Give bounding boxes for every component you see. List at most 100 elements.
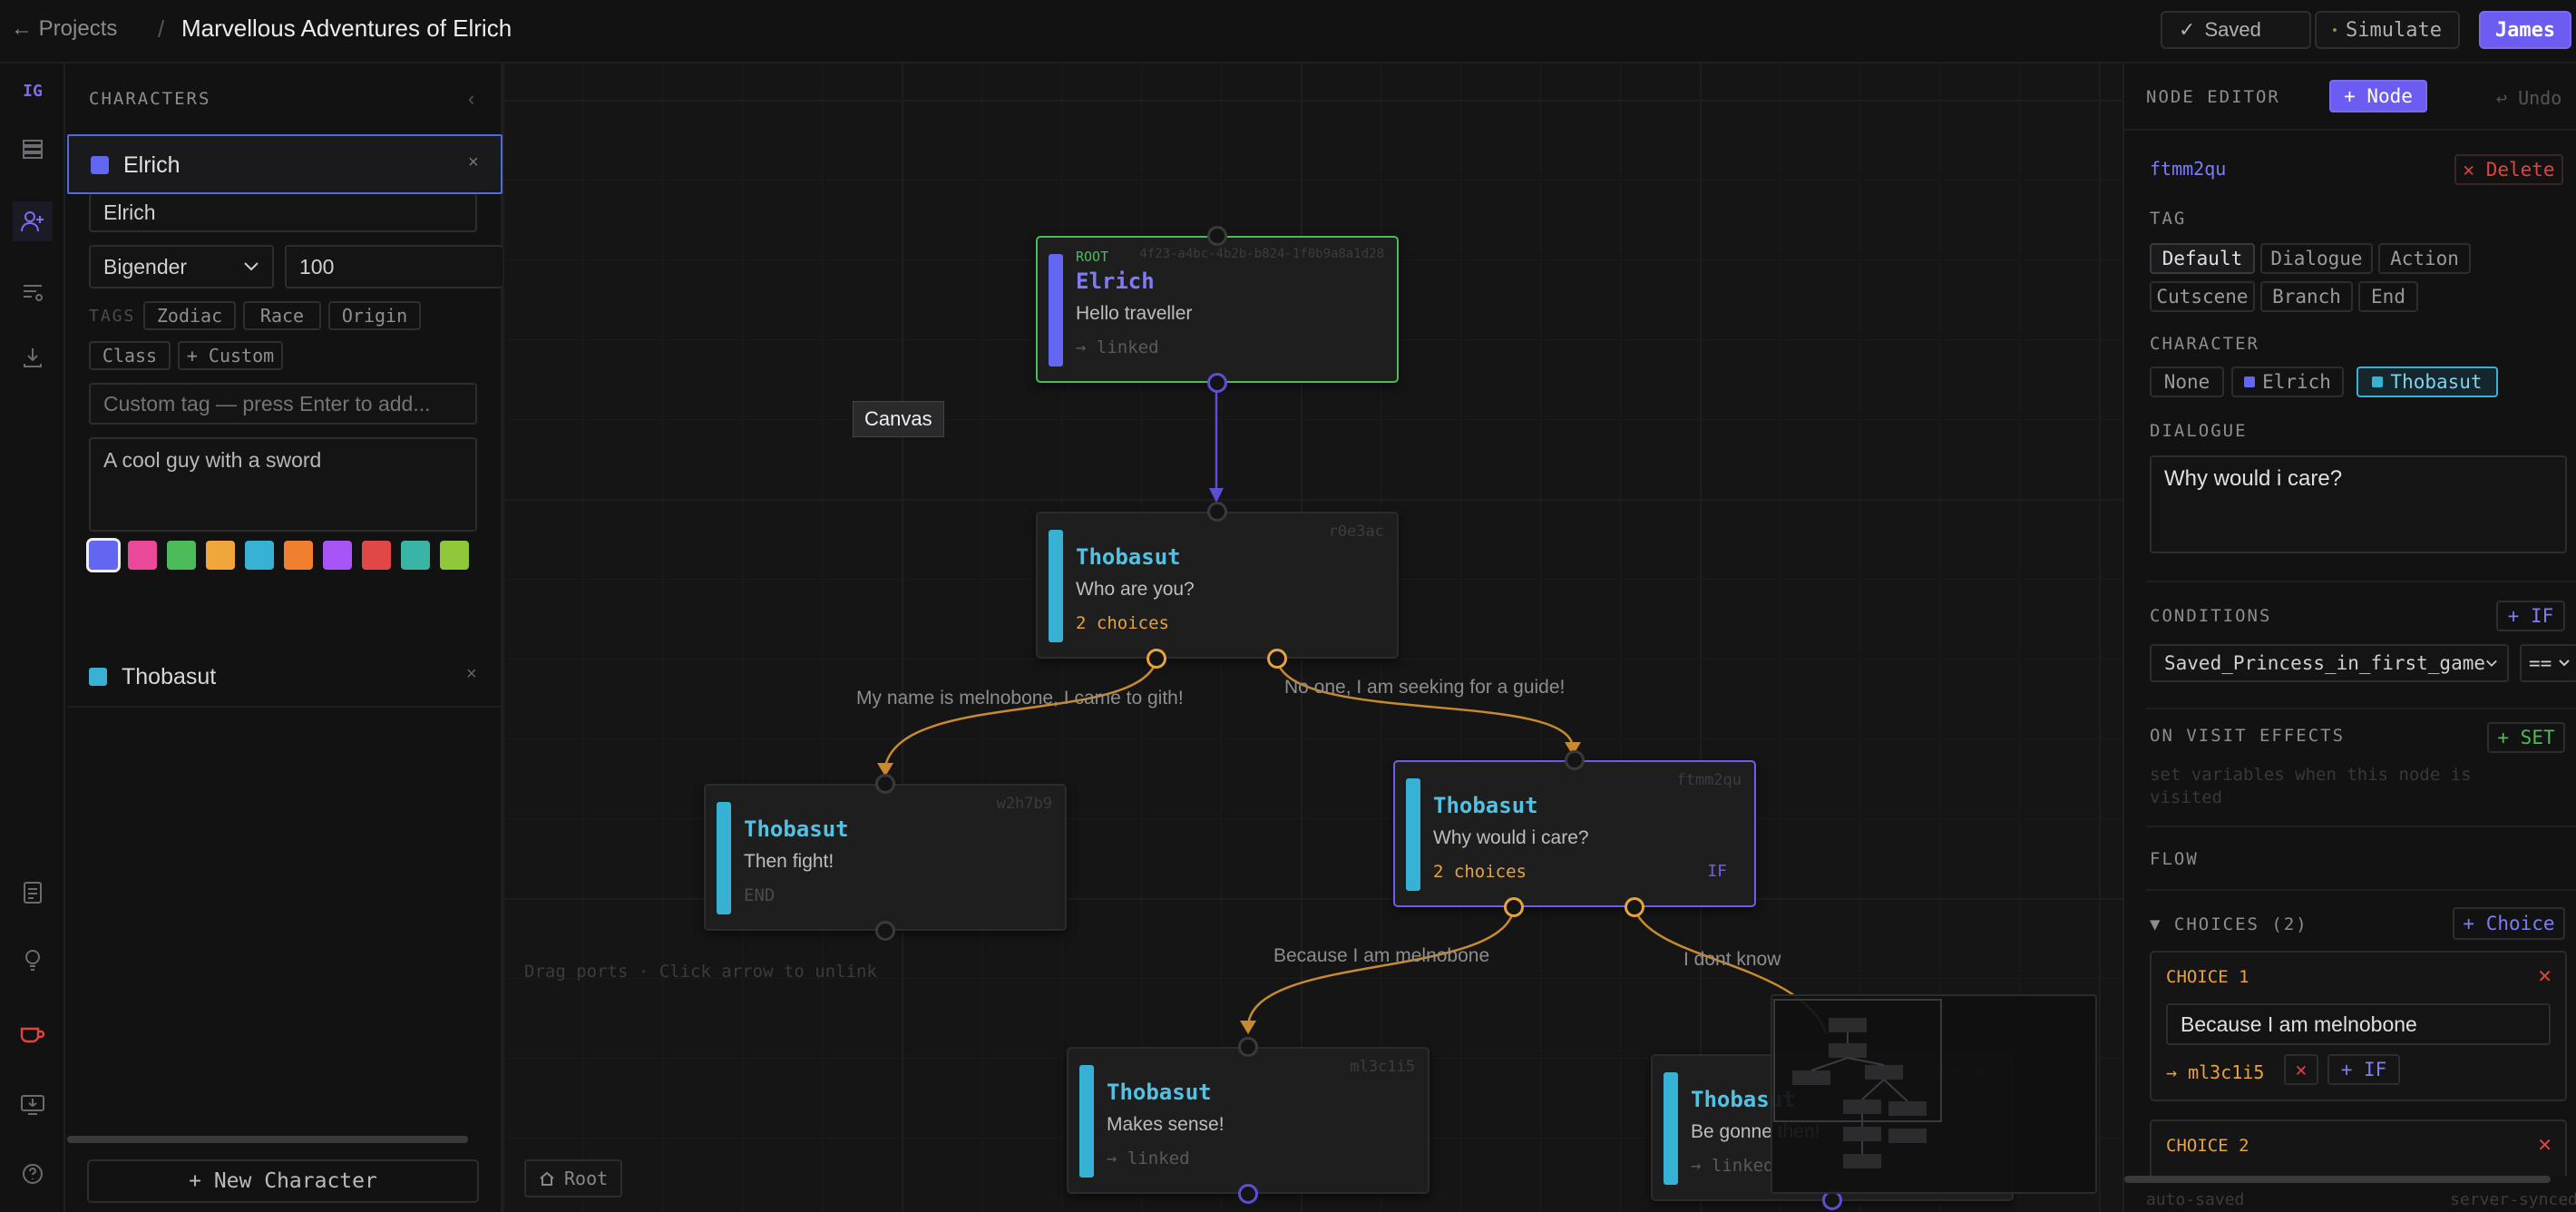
choice-text-input[interactable]: Because I am melnobone <box>2166 1003 2551 1045</box>
condition-variable-select[interactable]: Saved_Princess_in_first_game <box>2150 644 2509 682</box>
color-swatch[interactable] <box>323 541 352 570</box>
add-choice-button[interactable]: + Choice <box>2453 907 2565 940</box>
node-n3[interactable]: w2h7b9 Thobasut Then fight! END <box>704 784 1067 931</box>
color-swatch[interactable] <box>86 538 121 572</box>
custom-tag-input[interactable] <box>89 383 477 425</box>
new-character-button[interactable]: + New Character <box>87 1159 479 1203</box>
color-swatch[interactable] <box>284 541 313 570</box>
remove-choice-icon[interactable]: ✕ <box>2537 1136 2552 1156</box>
choice-output-port[interactable] <box>1625 897 1644 917</box>
left-rail: IG <box>0 64 65 1212</box>
age-input[interactable]: 100 <box>285 245 503 288</box>
minimap-graph <box>1773 999 1942 1168</box>
node-output-port[interactable] <box>1238 1184 1258 1204</box>
variables-rail-button[interactable] <box>13 272 53 312</box>
choice-output-port[interactable] <box>1504 897 1524 917</box>
color-swatch[interactable] <box>440 541 469 570</box>
dialogue-textarea[interactable]: Why would i care? <box>2150 455 2567 553</box>
character-option-thobasut[interactable]: Thobasut <box>2356 367 2498 397</box>
tag-option-end[interactable]: End <box>2358 281 2418 312</box>
tag-chip-origin[interactable]: Origin <box>328 301 421 330</box>
tag-option-cutscene[interactable]: Cutscene <box>2150 281 2255 312</box>
export-rail-button[interactable] <box>13 337 53 377</box>
character-description-textarea[interactable]: A cool guy with a sword <box>89 437 477 532</box>
tag-chip-zodiac[interactable]: Zodiac <box>143 301 236 330</box>
tag-chip-race[interactable]: Race <box>243 301 321 330</box>
tag-chip-class[interactable]: Class <box>89 341 171 370</box>
node-n5[interactable]: ml3c1i5 Thobasut Makes sense! → linked <box>1067 1047 1429 1194</box>
edge-arrow[interactable] <box>1240 1021 1256 1034</box>
node-input-port[interactable] <box>1238 1037 1258 1057</box>
simulate-button[interactable]: Simulate <box>2315 11 2460 49</box>
collapse-panel-icon[interactable]: ‹ <box>468 87 475 110</box>
condition-operator-select[interactable]: == <box>2520 644 2576 682</box>
remove-choice-icon[interactable]: ✕ <box>2537 967 2552 987</box>
characters-rail-button[interactable] <box>13 201 53 241</box>
node-input-port[interactable] <box>1207 502 1227 522</box>
undo-button[interactable]: ↩ Undo <box>2496 87 2562 109</box>
choice-output-port[interactable] <box>1267 649 1287 669</box>
add-node-button[interactable]: + Node <box>2329 80 2427 112</box>
color-swatch[interactable] <box>206 541 235 570</box>
color-swatch[interactable] <box>362 541 391 570</box>
add-condition-button[interactable]: + IF <box>2496 601 2565 631</box>
minimap[interactable] <box>1771 994 2097 1194</box>
help-rail-button[interactable] <box>13 1154 53 1194</box>
node-input-port[interactable] <box>1565 750 1585 770</box>
tag-option-dialogue[interactable]: Dialogue <box>2260 243 2373 274</box>
add-custom-tag-button[interactable]: + Custom <box>178 341 283 370</box>
support-rail-button[interactable] <box>13 1014 53 1054</box>
tag-option-default[interactable]: Default <box>2150 243 2255 274</box>
color-swatch[interactable] <box>167 541 196 570</box>
character-option-elrich[interactable]: Elrich <box>2231 367 2344 397</box>
character-item-elrich[interactable]: Elrich × <box>67 134 503 194</box>
panel-scrollbar[interactable] <box>67 1136 468 1143</box>
node-n4-selected[interactable]: ftmm2qu Thobasut Why would i care? 2 cho… <box>1393 760 1756 907</box>
character-item-thobasut[interactable]: Thobasut × <box>67 648 503 708</box>
node-input-port[interactable] <box>1207 226 1227 246</box>
root-button[interactable]: Root <box>524 1159 623 1197</box>
ideas-rail-button[interactable] <box>13 940 53 980</box>
install-rail-button[interactable] <box>13 1085 53 1125</box>
node-root[interactable]: ROOT 4f23-a4bc-4b2b-b824-1f0b9a8a1d28 El… <box>1036 236 1399 383</box>
edge-choice-2[interactable] <box>1275 660 1575 749</box>
editor-scrollbar[interactable] <box>2124 1176 2551 1183</box>
gender-select[interactable]: Bigender <box>89 245 274 288</box>
edge-arrow[interactable] <box>877 763 893 777</box>
choice-target[interactable]: → ml3c1i5 <box>2166 1061 2265 1083</box>
choice-output-port[interactable] <box>1147 649 1166 669</box>
color-swatch[interactable] <box>245 541 274 570</box>
edge-arrow[interactable] <box>1209 488 1224 503</box>
user-menu-button[interactable]: James <box>2479 11 2571 49</box>
choice-condition-button[interactable]: + IF <box>2327 1054 2400 1085</box>
tag-option-branch[interactable]: Branch <box>2260 281 2353 312</box>
edge-choice-1[interactable] <box>883 660 1158 767</box>
saved-button[interactable]: ✓Saved <box>2161 11 2311 49</box>
node-output-port[interactable] <box>1207 373 1227 393</box>
unlink-choice-button[interactable]: ✕ <box>2284 1054 2318 1085</box>
character-name-input[interactable]: Elrich <box>89 194 477 232</box>
node-character-name: Elrich <box>1076 269 1155 294</box>
docs-rail-button[interactable] <box>13 873 53 913</box>
color-swatch[interactable] <box>128 541 157 570</box>
tag-option-action[interactable]: Action <box>2378 243 2471 274</box>
node-input-port[interactable] <box>875 774 895 794</box>
characters-panel: CHARACTERS ‹ Elrich × Elrich Bigender 10… <box>65 64 503 1212</box>
edge-label: My name is melnobone, I came to gith! <box>856 688 1184 709</box>
back-to-projects-link[interactable]: ← Projects <box>11 16 118 41</box>
delete-node-button[interactable]: ✕ Delete <box>2454 154 2563 185</box>
remove-character-icon[interactable]: × <box>468 152 479 172</box>
nodes-rail-button[interactable] <box>13 129 53 169</box>
add-effect-button[interactable]: + SET <box>2487 722 2565 753</box>
character-option-none[interactable]: None <box>2150 367 2224 397</box>
node-n2[interactable]: r0e3ac Thobasut Who are you? 2 choices <box>1036 512 1399 659</box>
remove-character-icon[interactable]: × <box>466 664 477 684</box>
coffee-cup-icon <box>20 1027 45 1043</box>
node-output-port[interactable] <box>875 921 895 941</box>
edge-arrow[interactable] <box>1565 742 1581 756</box>
node-dialogue: Why would i care? <box>1433 827 1589 848</box>
choices-toggle[interactable]: ▼ CHOICES (2) <box>2150 914 2308 934</box>
graph-canvas[interactable]: My name is melnobone, I came to gith! No… <box>503 64 2122 1212</box>
edge-choice-3[interactable] <box>1246 908 1516 1026</box>
color-swatch[interactable] <box>401 541 430 570</box>
